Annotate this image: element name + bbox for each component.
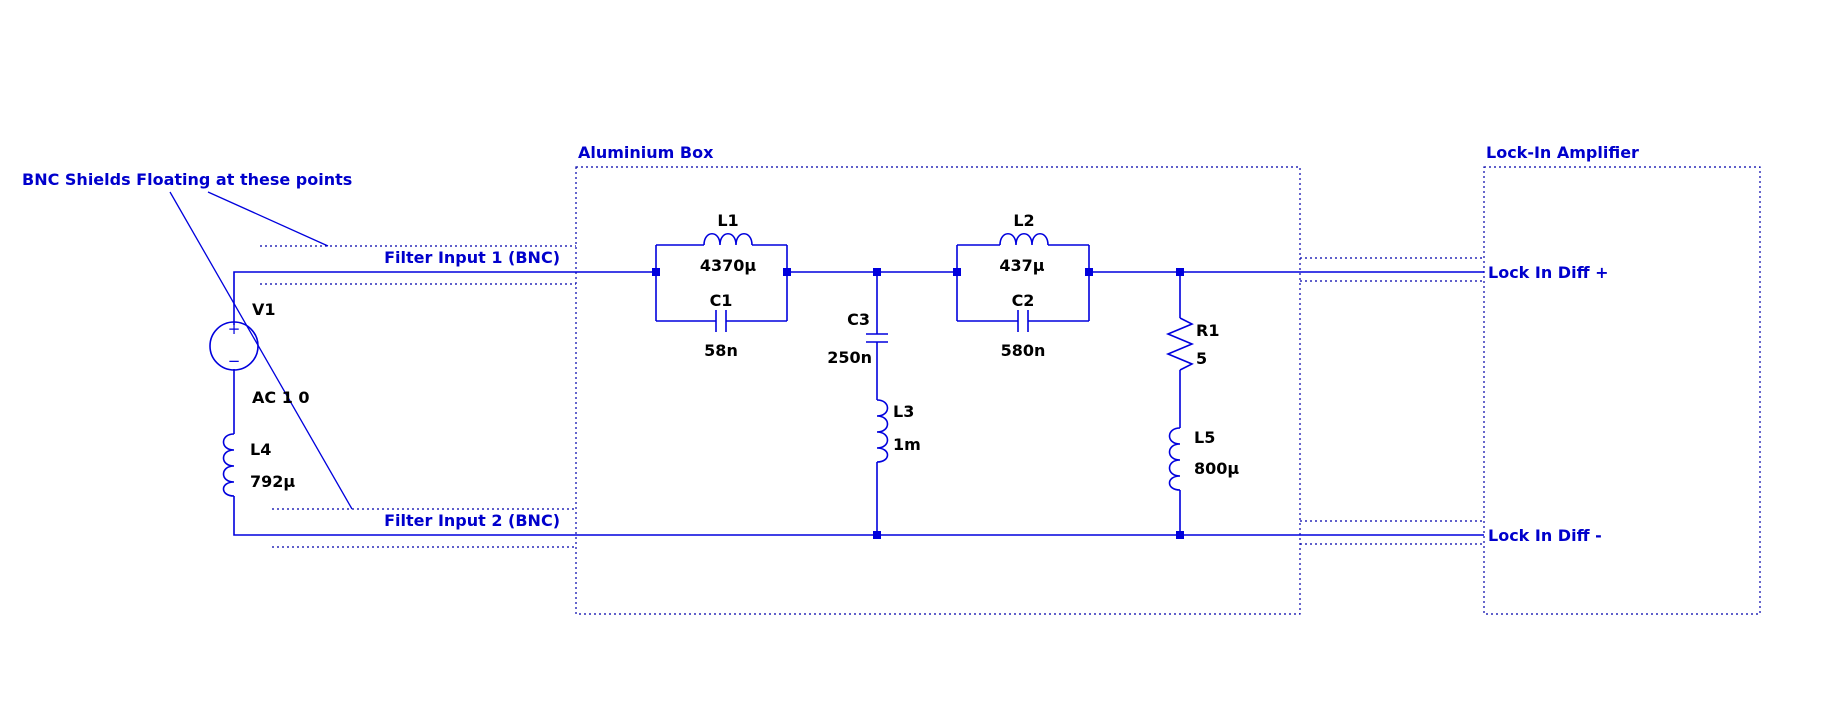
l5-inductor-symbol bbox=[1168, 427, 1181, 491]
v1-plus-sign: + bbox=[228, 320, 241, 338]
v1-minus-sign: − bbox=[228, 352, 241, 370]
l5-name-label: L5 bbox=[1194, 428, 1215, 447]
c1-name-label: C1 bbox=[710, 291, 733, 310]
junction-dot bbox=[873, 268, 881, 276]
l3-name-label: L3 bbox=[893, 402, 914, 421]
lock-in-amplifier-outline bbox=[1483, 166, 1761, 615]
v1-name-label: V1 bbox=[252, 300, 276, 319]
l1-name-label: L1 bbox=[717, 211, 738, 230]
c3-value-label: 250n bbox=[827, 348, 872, 367]
l1-inductor-symbol bbox=[703, 232, 753, 246]
l4-value-label: 792µ bbox=[250, 472, 295, 491]
aluminium-box-label: Aluminium Box bbox=[578, 143, 714, 162]
junction-dot bbox=[1085, 268, 1093, 276]
l4-inductor-symbol bbox=[222, 433, 235, 497]
junction-dot bbox=[873, 531, 881, 539]
aluminium-box-outline bbox=[575, 166, 1301, 615]
v1-value-label: AC 1 0 bbox=[252, 388, 310, 407]
junction-dot bbox=[1176, 531, 1184, 539]
l2-inductor-symbol bbox=[999, 232, 1049, 246]
bnc-shield-note: BNC Shields Floating at these points bbox=[22, 170, 352, 189]
l3-inductor-symbol bbox=[876, 399, 889, 463]
net-label-filter-input-2: Filter Input 2 (BNC) bbox=[384, 511, 560, 530]
lock-in-amplifier-label: Lock-In Amplifier bbox=[1486, 143, 1639, 162]
l1-value-label: 4370µ bbox=[700, 256, 757, 275]
wire-input2 bbox=[233, 496, 1484, 536]
note-pointer-top bbox=[207, 191, 329, 247]
r1-name-label: R1 bbox=[1196, 321, 1219, 340]
junction-dot bbox=[1176, 268, 1184, 276]
r1-value-label: 5 bbox=[1196, 349, 1207, 368]
c1-value-label: 58n bbox=[704, 341, 738, 360]
c3-name-label: C3 bbox=[847, 310, 870, 329]
l4-name-label: L4 bbox=[250, 440, 271, 459]
junction-dot bbox=[652, 268, 660, 276]
net-label-lock-in-plus: Lock In Diff + bbox=[1488, 263, 1609, 282]
note-pointer-bottom bbox=[169, 191, 353, 510]
l2-name-label: L2 bbox=[1013, 211, 1034, 230]
l2-value-label: 437µ bbox=[999, 256, 1044, 275]
net-label-lock-in-minus: Lock In Diff - bbox=[1488, 526, 1602, 545]
junction-dot bbox=[953, 268, 961, 276]
r1-resistor-symbol bbox=[1165, 317, 1195, 371]
c2-name-label: C2 bbox=[1012, 291, 1035, 310]
net-label-filter-input-1: Filter Input 1 (BNC) bbox=[384, 248, 560, 267]
l5-value-label: 800µ bbox=[1194, 459, 1239, 478]
junction-dot bbox=[783, 268, 791, 276]
wire-input1 bbox=[233, 271, 656, 325]
v1-source-symbol bbox=[209, 321, 259, 371]
l3-value-label: 1m bbox=[893, 435, 921, 454]
c2-value-label: 580n bbox=[1001, 341, 1046, 360]
